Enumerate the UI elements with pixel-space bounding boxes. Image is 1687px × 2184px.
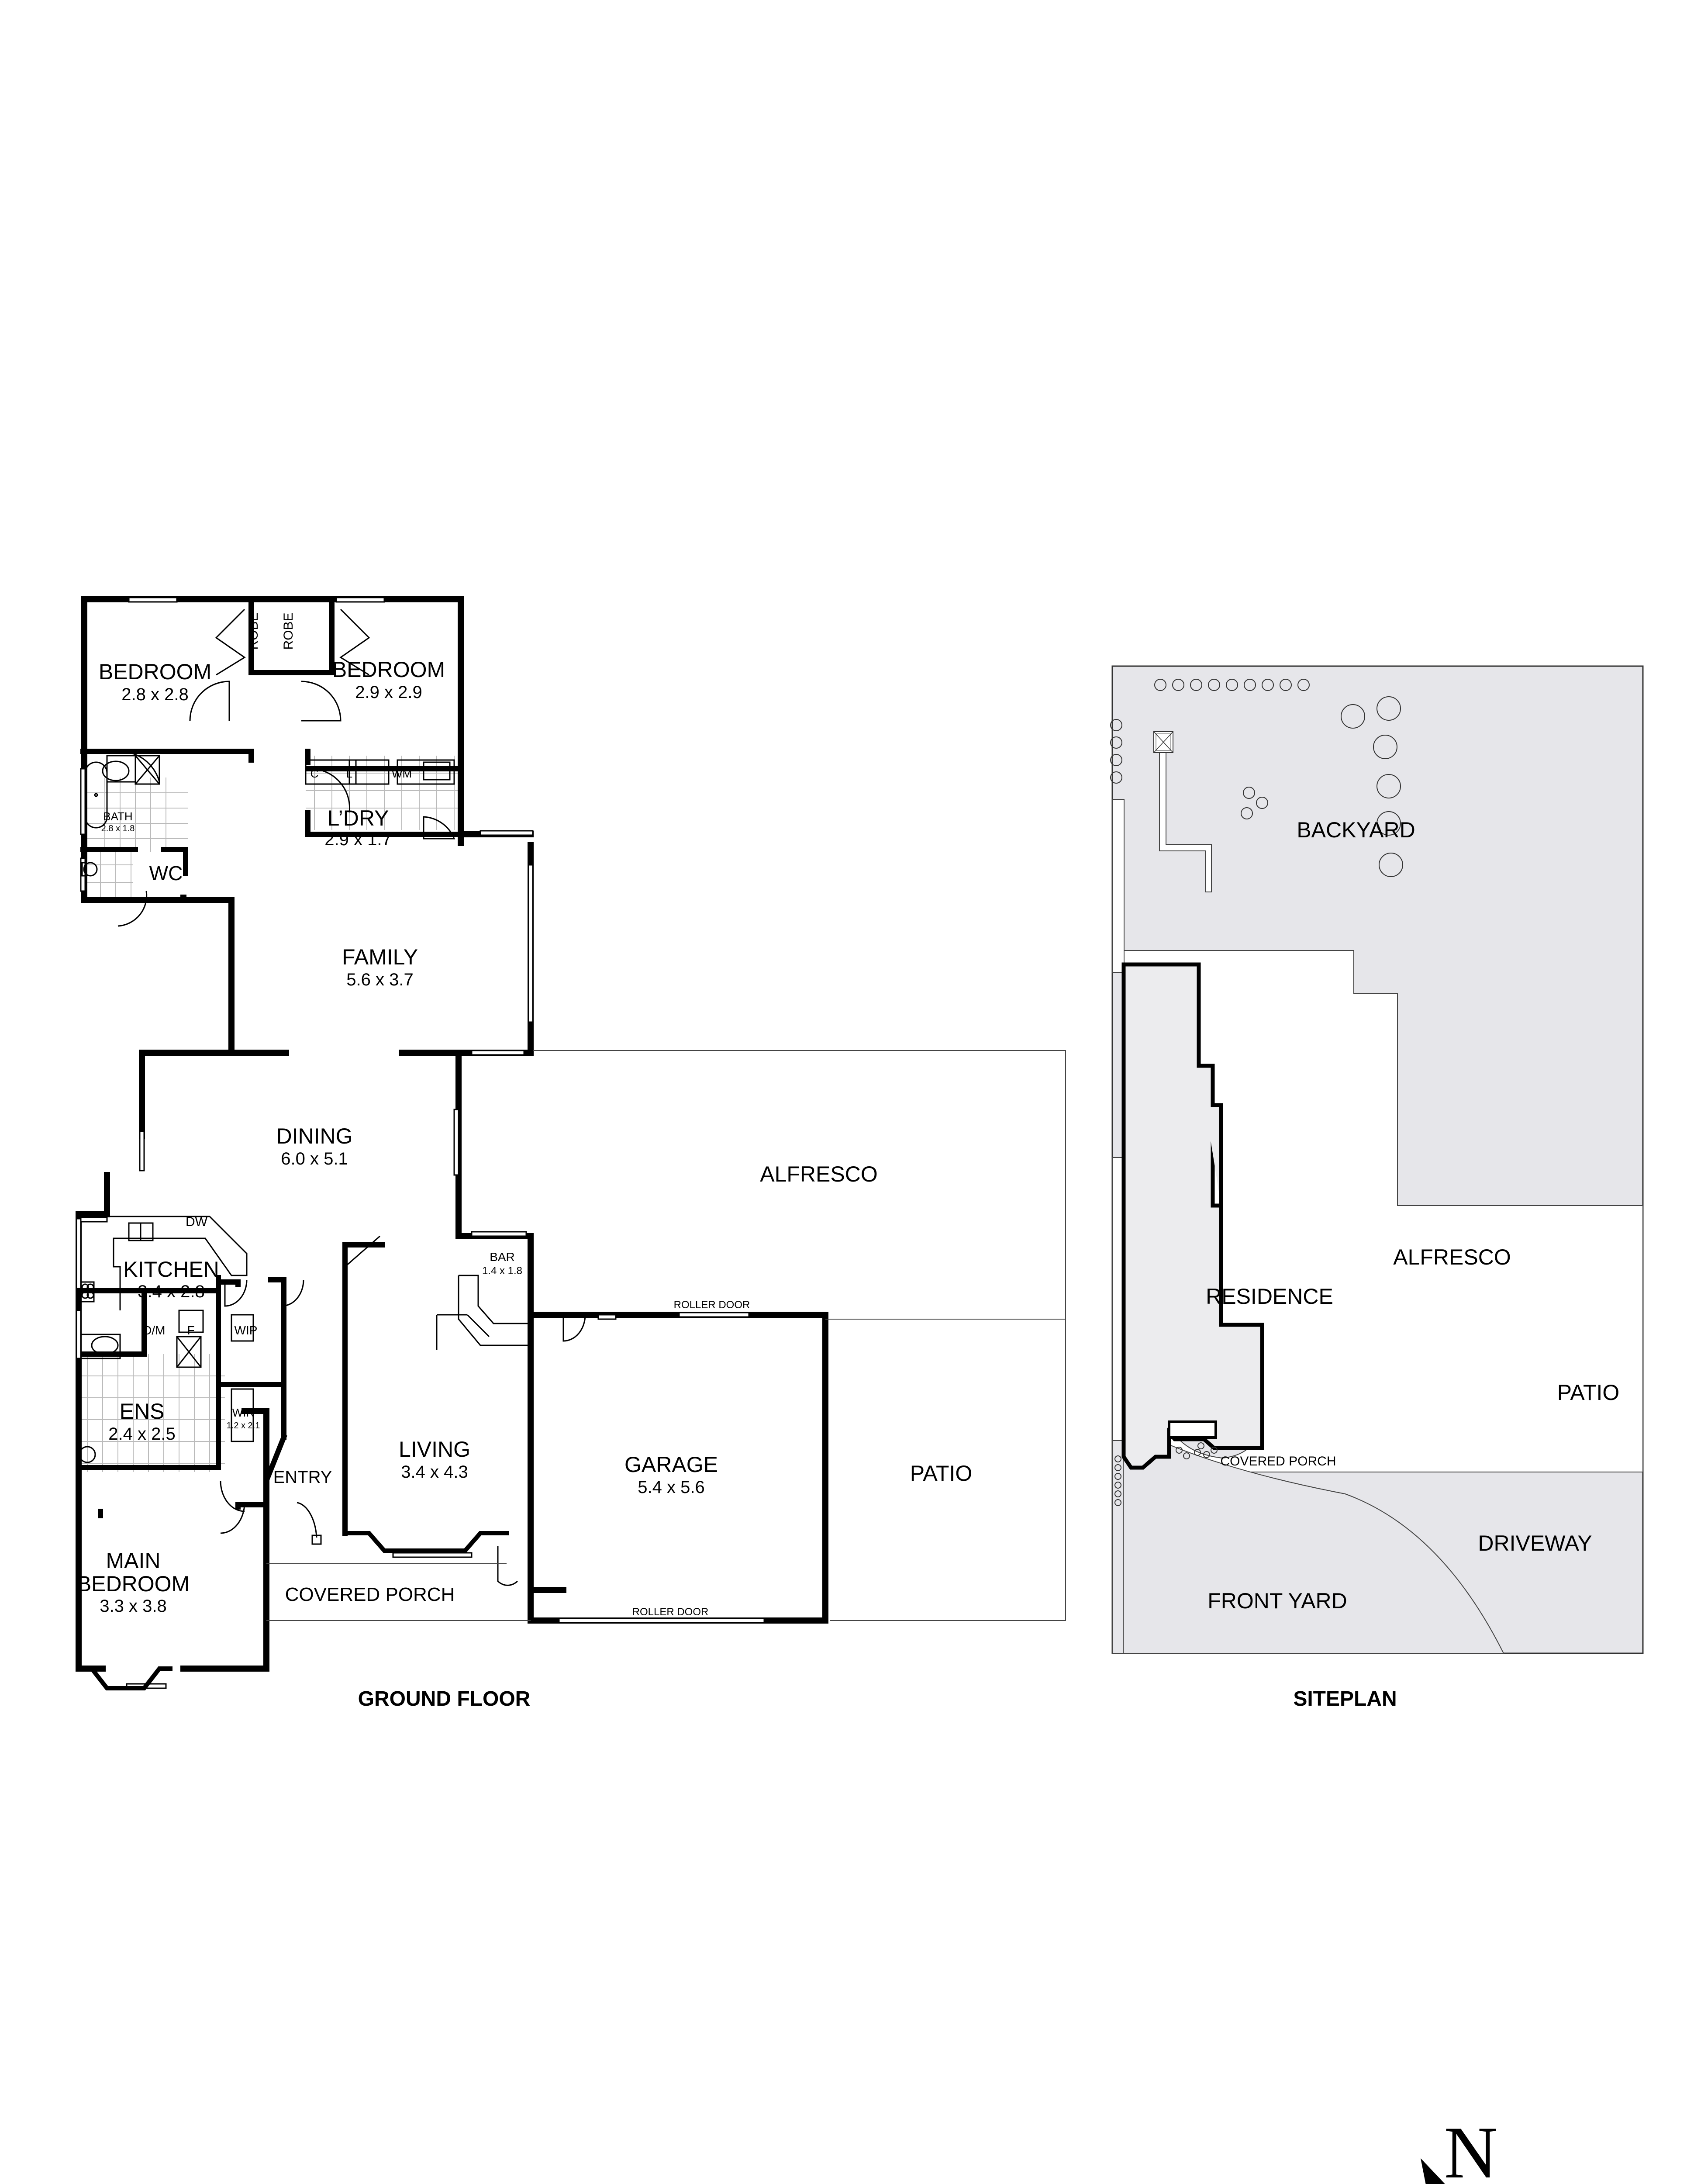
room-dims-main-bedroom: 3.3 x 3.8 — [100, 1597, 166, 1616]
site-label-residence: RESIDENCE — [1206, 1284, 1333, 1309]
room-label-laundry: L’DRY — [328, 806, 389, 830]
site-label-patio: PATIO — [1557, 1380, 1620, 1405]
ground-floor-caption: GROUND FLOOR — [358, 1687, 531, 1711]
room-label-robe-1: ROBE — [246, 612, 261, 650]
room-label-alfresco: ALFRESCO — [760, 1162, 878, 1186]
room-label-bedroom-2: BEDROOM — [99, 660, 211, 684]
room-label-garage: GARAGE — [624, 1452, 718, 1477]
room-dims-dining: 6.0 x 5.1 — [281, 1149, 348, 1168]
gazebo-icon — [1153, 731, 1173, 753]
north-arrow-icon: N — [1421, 2111, 1497, 2184]
roller-door-bottom[interactable] — [558, 1617, 765, 1624]
robe-doors — [215, 608, 370, 676]
label-roller-door-top: ROLLER DOOR — [674, 1299, 750, 1311]
room-label-dining: DINING — [276, 1124, 353, 1148]
bay-window-main-bedroom — [76, 1666, 172, 1690]
room-label-covered-porch: COVERED PORCH — [285, 1584, 455, 1605]
room-label-living: LIVING — [399, 1437, 470, 1462]
fridge-space — [178, 1310, 204, 1333]
fixture-fridge: F — [187, 1324, 194, 1337]
room-dims-bedroom-2: 2.8 x 2.8 — [121, 685, 188, 704]
front-yard — [1112, 1440, 1504, 1654]
alfresco-outline — [533, 1050, 1066, 1621]
basin-icon — [102, 760, 130, 781]
paved-areas — [1112, 799, 1643, 1472]
shower-icon — [135, 755, 160, 785]
tree-icons — [1110, 679, 1403, 1506]
room-label-entry: ENTRY — [273, 1468, 332, 1487]
room-label-ensuite: ENS — [120, 1399, 165, 1424]
room-dims-laundry: 2.9 x 1.7 — [324, 830, 391, 849]
door-swings — [117, 681, 586, 1586]
wip-shelf — [231, 1314, 254, 1342]
site-label-alfresco: ALFRESCO — [1393, 1245, 1511, 1269]
room-dims-garage: 5.4 x 5.6 — [638, 1478, 704, 1497]
fixture-washing-machine: WM — [392, 767, 412, 780]
room-label-bath: BATH — [103, 810, 132, 823]
bar-counter — [458, 1275, 528, 1346]
bay-window-living — [343, 1531, 509, 1553]
room-label-family: FAMILY — [342, 945, 418, 969]
room-dims-family: 5.6 x 3.7 — [346, 970, 413, 989]
fixture-cupboard: C — [310, 767, 319, 780]
north-label: N — [1444, 2111, 1498, 2184]
room-dims-ensuite: 2.4 x 2.5 — [108, 1424, 175, 1444]
toilet-icon — [83, 862, 98, 877]
cooktop-icon — [80, 1281, 95, 1303]
label-roller-door-bottom: ROLLER DOOR — [632, 1606, 709, 1618]
site-label-backyard: BACKYARD — [1297, 818, 1415, 842]
siteplan: BACKYARD RESIDENCE ALFRESCO PATIO COVERE… — [1110, 665, 1644, 1711]
fixture-linen: L — [346, 767, 352, 780]
site-label-covered-porch: COVERED PORCH — [1220, 1454, 1336, 1469]
room-dims-living: 3.4 x 4.3 — [401, 1462, 468, 1482]
kitchen-bench — [103, 1216, 248, 1310]
ground-floor-plan: BEDROOM 2.8 x 2.8 BEDROOM 2.9 x 2.9 ROBE… — [76, 596, 1066, 1711]
room-label-kitchen: KITCHEN — [123, 1257, 219, 1282]
site-label-driveway: DRIVEWAY — [1478, 1531, 1592, 1555]
windows — [76, 597, 617, 1689]
bathtub-icon — [84, 761, 108, 829]
interior-wall — [76, 600, 461, 1536]
tile-pattern — [81, 756, 463, 1472]
room-dims-bar: 1.4 x 1.8 — [482, 1265, 522, 1277]
room-dims-kitchen: 3.4 x 2.8 — [138, 1282, 204, 1301]
room-label-main-bedroom-1: MAIN — [106, 1548, 161, 1573]
room-label-wir: WIR — [232, 1406, 255, 1419]
covered-porch-outline — [266, 1563, 531, 1621]
roller-door-top[interactable] — [678, 1312, 750, 1318]
room-label-wip: WIP — [235, 1324, 258, 1337]
room-label-robe-2: ROBE — [281, 612, 296, 650]
room-dims-bedroom-3-value: 2.9 x 2.9 — [355, 683, 422, 702]
room-label-wc: WC — [149, 862, 183, 885]
room-label-patio: PATIO — [910, 1461, 973, 1486]
room-dims-wir: 1.2 x 2.1 — [227, 1421, 260, 1431]
room-label-bar: BAR — [490, 1250, 515, 1264]
siteplan-caption: SITEPLAN — [1293, 1687, 1397, 1711]
room-label-main-bedroom-2: BEDROOM — [77, 1572, 190, 1596]
room-label-bedroom-3: BEDROOM — [332, 657, 445, 682]
room-dims-bath: 2.8 x 1.8 — [101, 824, 135, 833]
site-label-front-yard: FRONT YARD — [1207, 1589, 1347, 1613]
fixture-oven-microwave: O/M — [142, 1324, 166, 1337]
fixture-dishwasher: DW — [186, 1215, 208, 1229]
